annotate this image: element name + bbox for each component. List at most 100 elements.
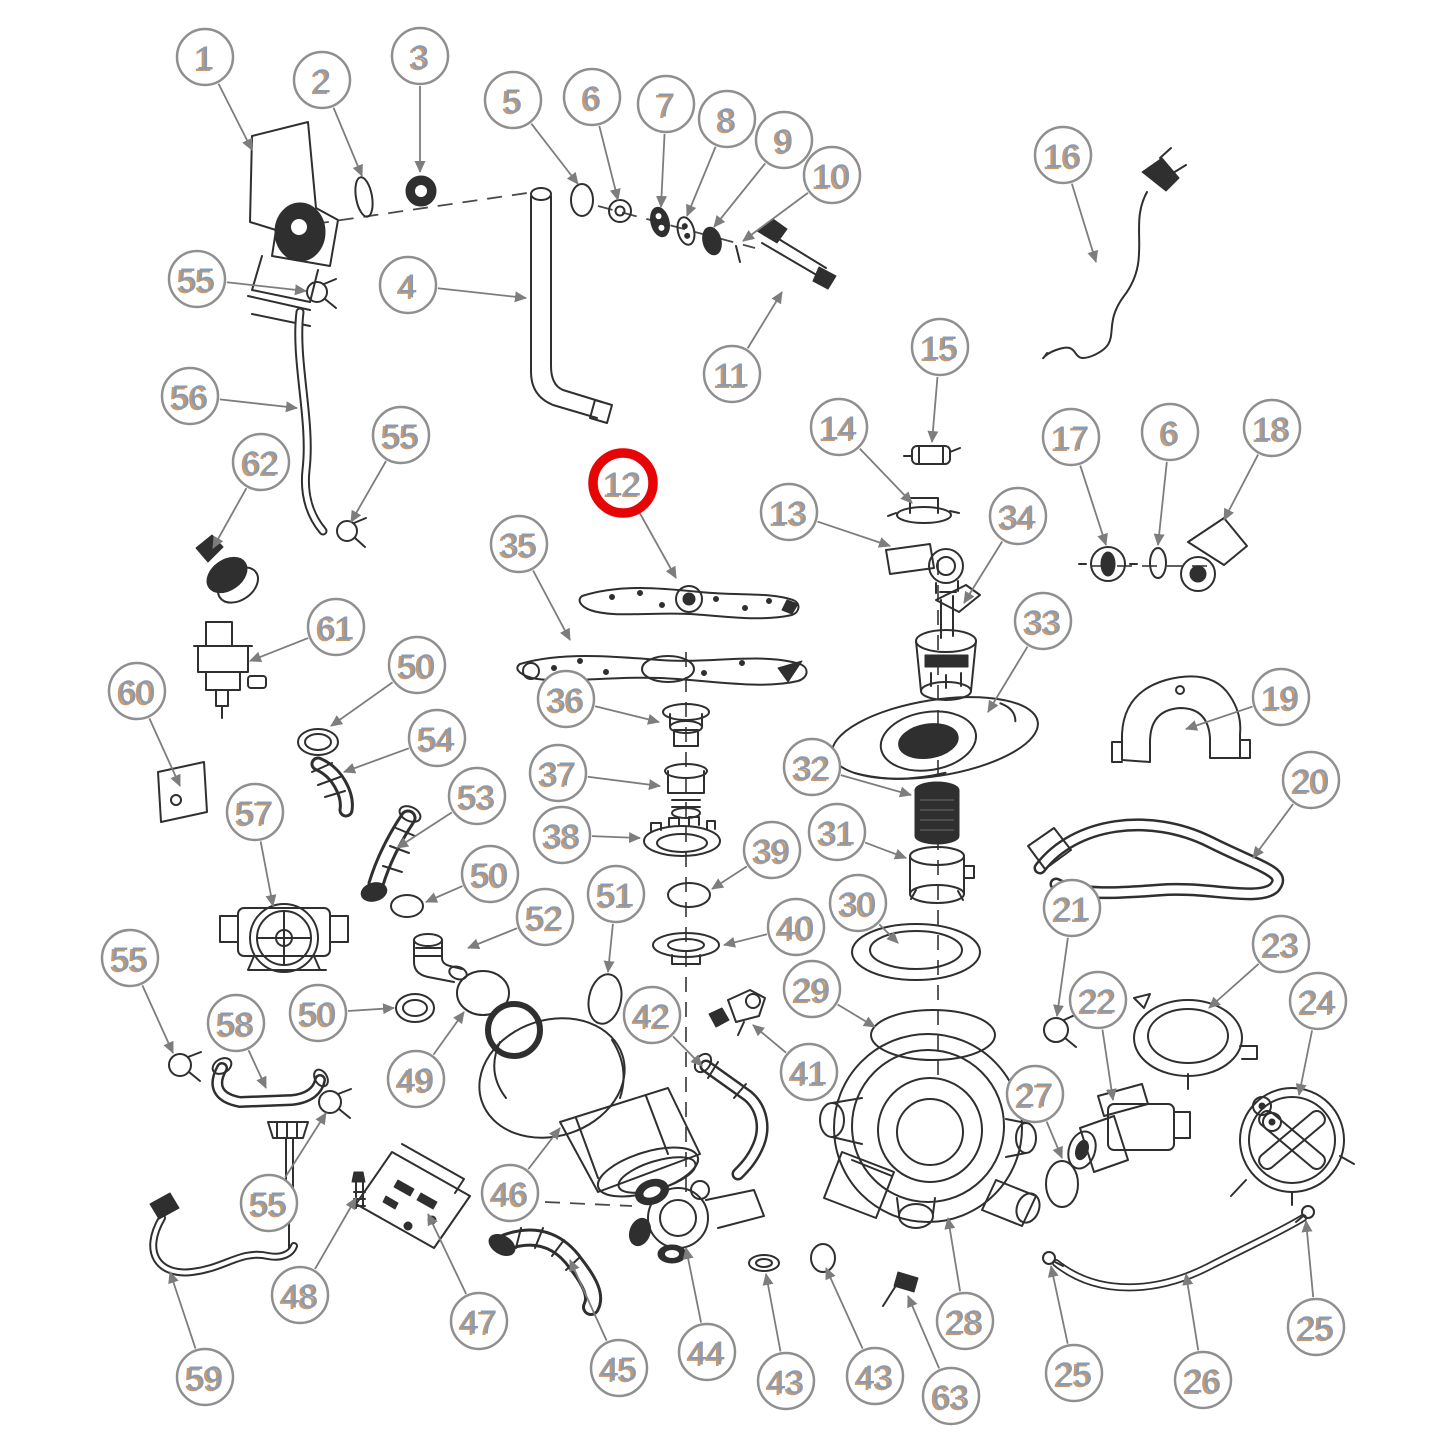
callout-number-shadow: 33: [1022, 605, 1059, 642]
callout-number-shadow: 7: [654, 88, 672, 125]
callout-circle: [756, 1351, 816, 1411]
parts-artwork: [149, 121, 1355, 1316]
part-55-clamp-b: [336, 517, 367, 548]
callout-circle: [1281, 750, 1341, 810]
callout-2: 22: [292, 50, 352, 110]
leader-line-23: [1208, 963, 1260, 1009]
callout-number: 33: [1025, 604, 1062, 641]
callout-number-shadow: 6: [1158, 416, 1176, 453]
callout-number-shadow: 16: [1042, 139, 1079, 176]
callout-number: 15: [922, 330, 959, 367]
callout-number-shadow: 27: [1014, 1078, 1051, 1115]
leader-line-52: [467, 927, 518, 949]
callout-number-shadow: 14: [818, 411, 855, 448]
callout-circle: [306, 597, 366, 657]
part-47-mounting-plate: [355, 1143, 471, 1249]
part-6b-gasket: [1149, 547, 1167, 579]
callout-number-shadow: 32: [791, 751, 828, 788]
callout-circle: [1013, 591, 1073, 651]
callout-number: 55: [179, 262, 216, 299]
part-9-seal: [702, 226, 722, 256]
part-51-oring: [587, 973, 623, 1025]
callout-number-shadow: 5: [501, 84, 519, 121]
callout-number: 57: [237, 795, 274, 832]
callout-circle: [766, 897, 826, 957]
leader-line-48: [314, 1197, 357, 1270]
callout-number: 50: [399, 648, 436, 685]
part-14-fitting: [887, 497, 960, 524]
axis-dash-top-right: [597, 205, 756, 249]
callout-number: 43: [857, 1359, 894, 1396]
leader-line-27: [1045, 1121, 1063, 1159]
callout-number: 47: [461, 1304, 498, 1341]
part-49-oring: [456, 970, 510, 1016]
leader-line-38: [591, 832, 641, 844]
callout-number: 3: [411, 39, 429, 76]
callout-number: 31: [819, 815, 856, 852]
callout-number: 46: [492, 1176, 529, 1213]
leader-line-55: [284, 1112, 327, 1179]
part-16-power-cord: [1042, 147, 1187, 360]
callout-number-shadow: 48: [279, 1279, 316, 1316]
leader-line-63: [907, 1295, 940, 1369]
leader-line-54: [343, 747, 410, 774]
callout-number-shadow: 25: [1053, 1357, 1090, 1394]
part-50-oring-a: [297, 728, 339, 756]
callout-circle: [1005, 1064, 1065, 1124]
callout-6: 66: [562, 67, 622, 127]
leader-line-8: [686, 146, 717, 217]
callout-5: 55: [483, 70, 543, 130]
callout-number: 63: [933, 1379, 970, 1416]
callout-number-shadow: 55: [109, 942, 146, 979]
callout-circle: [779, 1042, 839, 1102]
part-25-nipple-right: [1295, 1205, 1315, 1223]
callout-circle: [742, 820, 802, 880]
callout-number-shadow: 46: [489, 1177, 526, 1214]
part-62-sensor: [195, 534, 259, 604]
part-41-fitting: [708, 989, 766, 1036]
highlight-ring: [588, 448, 658, 518]
leader-line-55: [141, 984, 174, 1054]
part-55-clamp-a: [306, 278, 337, 309]
leader-line-21: [1053, 937, 1069, 1017]
callout-number: 8: [718, 102, 736, 139]
callout-number: 41: [791, 1055, 828, 1092]
callout-number: 22: [1080, 983, 1117, 1020]
part-31-sleeve: [909, 846, 975, 904]
leader-line-59: [168, 1271, 197, 1349]
callout-circle: [447, 766, 507, 826]
part-39-oring: [667, 882, 711, 908]
leader-line-39: [711, 865, 748, 890]
callout-number: 39: [754, 833, 791, 870]
callout-circle: [100, 928, 160, 988]
callout-number: 12: [605, 466, 642, 503]
callout-circle: [589, 1338, 649, 1398]
part-1-bracket: [247, 121, 339, 327]
callout-circle: [386, 1049, 446, 1109]
callout-circle: [802, 145, 862, 205]
callout-number-shadow: 1: [193, 41, 211, 78]
callout-circle: [449, 1291, 509, 1351]
leader-lines: [141, 83, 1315, 1369]
callout-number-shadow: 2: [310, 64, 328, 101]
callout-circle: [697, 89, 757, 149]
part-3-seal: [405, 175, 437, 207]
leader-line-35: [532, 570, 571, 641]
callout-number-shadow: 10: [811, 159, 848, 196]
part-50-oring-b: [390, 894, 424, 918]
